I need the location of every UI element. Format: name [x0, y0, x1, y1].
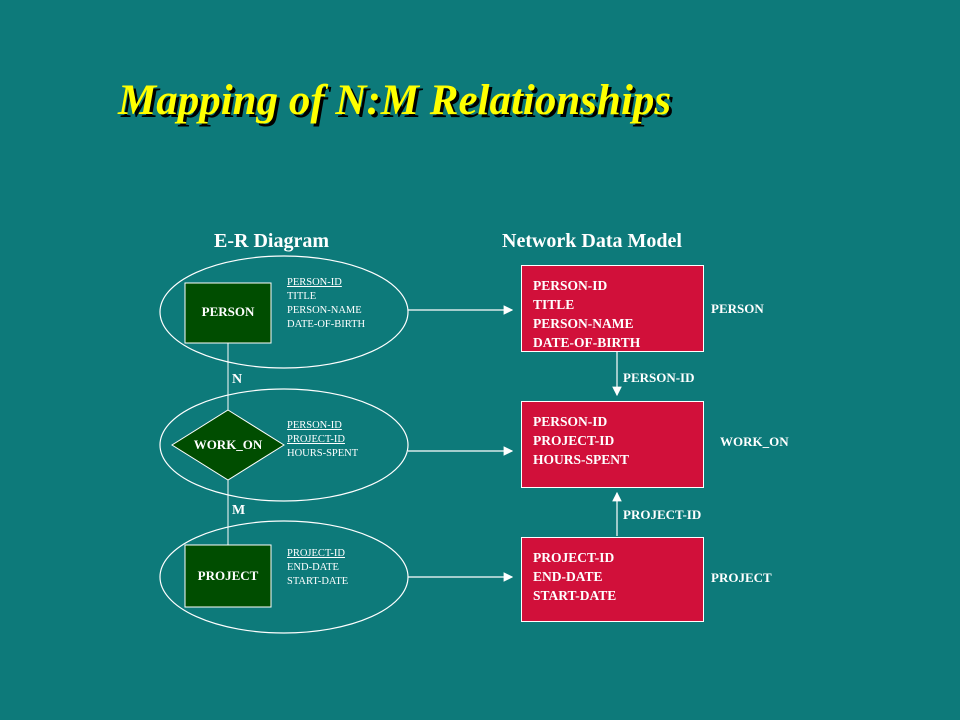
person-attribute-list: PERSON-ID TITLE PERSON-NAME DATE-OF-BIRT…: [287, 276, 365, 332]
attribute-project-id: PROJECT-ID: [287, 548, 345, 559]
attribute-person-id: PERSON-ID: [287, 420, 342, 431]
attribute-title: TITLE: [287, 291, 317, 302]
person-entity-box: [184, 282, 272, 344]
cardinality-m: M: [232, 503, 246, 518]
set-label-project-id: PROJECT-ID: [623, 507, 702, 522]
attribute-project-id: PROJECT-ID: [287, 434, 345, 445]
record-field-person-name: PERSON-NAME: [533, 316, 634, 331]
record-field-start-date: START-DATE: [533, 588, 617, 603]
record-field-date-of-birth: DATE-OF-BIRTH: [533, 335, 641, 350]
work-on-relationship-label: WORK_ON: [193, 437, 263, 452]
project-attribute-list: PROJECT-ID END-DATE START-DATE: [287, 547, 348, 589]
workon-group-ellipse: [159, 388, 409, 502]
project-record: PROJECT-ID END-DATE START-DATE: [521, 537, 704, 622]
workon-attribute-list: PERSON-ID PROJECT-ID HOURS-SPENT: [287, 419, 358, 461]
work-on-record-label: WORK_ON: [720, 434, 789, 449]
record-field-project-id: PROJECT-ID: [533, 433, 615, 448]
attribute-hours-spent: HOURS-SPENT: [287, 448, 359, 459]
work-on-record: PERSON-ID PROJECT-ID HOURS-SPENT: [521, 401, 704, 488]
person-record: PERSON-ID TITLE PERSON-NAME DATE-OF-BIRT…: [521, 265, 704, 352]
project-entity-label: PROJECT: [197, 568, 259, 583]
project-entity-box: [184, 544, 272, 608]
slide-title: Mapping of N:M Relationships: [118, 77, 672, 124]
work-on-relationship-diamond: [171, 409, 285, 481]
person-entity-label: PERSON: [201, 304, 255, 319]
record-field-person-id: PERSON-ID: [533, 278, 608, 293]
set-label-person-id: PERSON-ID: [623, 370, 695, 385]
person-record-label: PERSON: [711, 301, 764, 316]
record-field-hours-spent: HOURS-SPENT: [533, 452, 630, 467]
record-field-title: TITLE: [533, 297, 575, 312]
attribute-end-date: END-DATE: [287, 562, 339, 573]
network-model-heading: Network Data Model: [502, 230, 682, 252]
cardinality-n: N: [232, 372, 243, 387]
attribute-start-date: START-DATE: [287, 576, 349, 587]
record-field-end-date: END-DATE: [533, 569, 603, 584]
project-record-label: PROJECT: [711, 570, 772, 585]
record-field-person-id: PERSON-ID: [533, 414, 608, 429]
attribute-date-of-birth: DATE-OF-BIRTH: [287, 319, 366, 330]
record-field-project-id: PROJECT-ID: [533, 550, 615, 565]
attribute-person-id: PERSON-ID: [287, 277, 342, 288]
er-diagram-heading: E-R Diagram: [214, 230, 329, 252]
attribute-person-name: PERSON-NAME: [287, 305, 362, 316]
person-group-ellipse: [159, 255, 409, 369]
